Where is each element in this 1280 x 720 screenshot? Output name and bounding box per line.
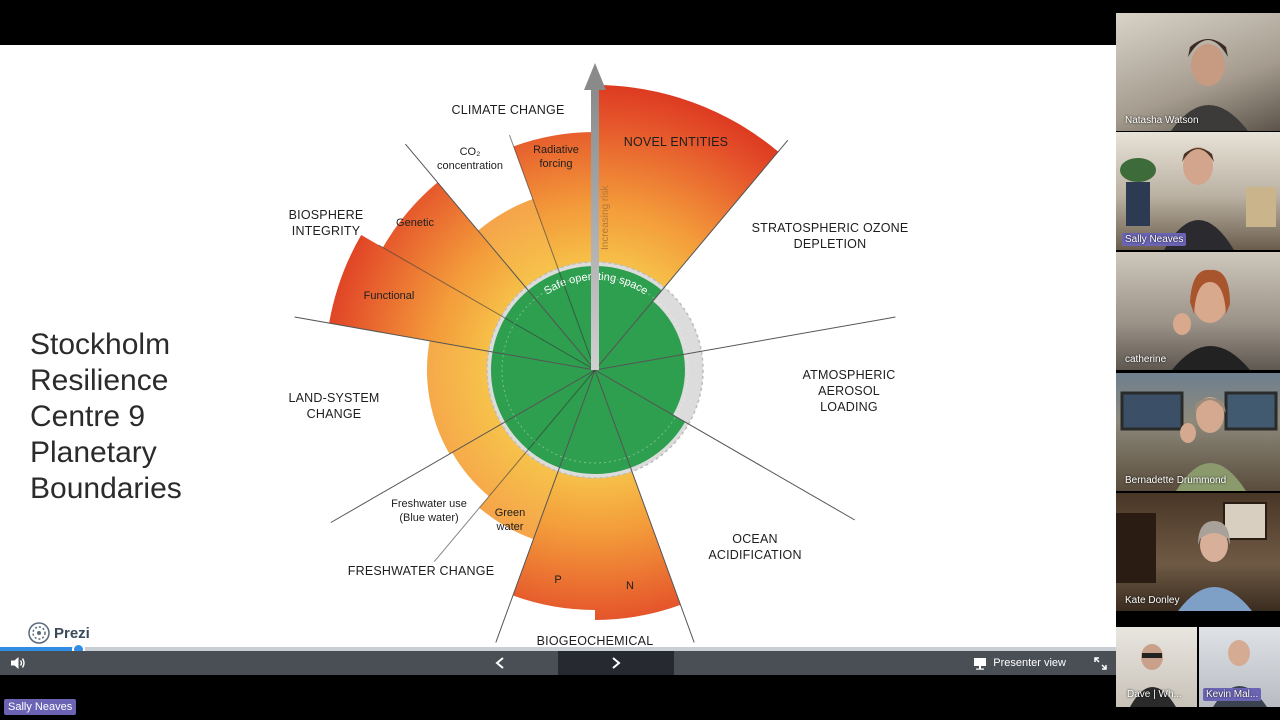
svg-text:water: water xyxy=(496,521,524,533)
volume-button[interactable] xyxy=(6,651,30,675)
nitrogen-wedge xyxy=(595,454,681,620)
boundary-wedges xyxy=(329,85,779,620)
svg-text:INTEGRITY: INTEGRITY xyxy=(292,224,361,238)
fullscreen-button[interactable] xyxy=(1088,651,1112,675)
boundary-spokes xyxy=(294,134,896,643)
participant-name: Kate Donley xyxy=(1125,595,1180,606)
radiative-forcing-wedge xyxy=(513,132,595,286)
boundary-spoke xyxy=(594,139,789,371)
prezi-brand[interactable]: Prezi xyxy=(24,620,94,646)
svg-text:Radiative: Radiative xyxy=(533,144,579,156)
sub-boundary-divider xyxy=(433,369,596,562)
boundary-spoke xyxy=(495,369,596,643)
svg-text:P: P xyxy=(554,574,561,586)
svg-text:Increasing risk: Increasing risk xyxy=(600,185,611,250)
label-biogeochemical: BIOGEOCHEMICAL xyxy=(537,634,654,648)
novel-entities-wedge xyxy=(595,85,779,302)
boundary-labels: CLIMATE CHANGE CO₂ concentration Radiati… xyxy=(288,103,908,648)
prezi-logo-icon xyxy=(28,622,50,644)
presenter-icon xyxy=(974,657,987,670)
participant-name: Natasha Watson xyxy=(1125,115,1199,126)
participant-name: Bernadette Drummond xyxy=(1125,475,1227,486)
prezi-brand-text: Prezi xyxy=(54,624,90,642)
svg-text:ACIDIFICATION: ACIDIFICATION xyxy=(708,548,801,562)
svg-text:CO₂: CO₂ xyxy=(460,146,481,158)
progress-fill xyxy=(0,647,79,651)
sub-boundary-divider xyxy=(509,134,596,371)
svg-text:N: N xyxy=(626,580,634,592)
label-land-system: LAND-SYSTEM xyxy=(288,391,379,405)
participant-tile[interactable]: Sally Neaves xyxy=(1116,132,1280,250)
participant-tile-pair: Dave | Wh... Kevin Mal... xyxy=(1116,627,1280,707)
svg-text:CHANGE: CHANGE xyxy=(307,407,362,421)
svg-text:forcing: forcing xyxy=(539,158,572,170)
svg-text:Freshwater use: Freshwater use xyxy=(391,498,467,510)
planetary-boundaries-diagram: Safe operating space Increasing risk CLI… xyxy=(288,63,908,648)
player-controls: Presenter view xyxy=(0,651,1116,675)
chevron-right-icon xyxy=(612,657,621,669)
participant-name: catherine xyxy=(1125,354,1167,365)
participant-name: Sally Neaves xyxy=(1122,233,1187,246)
previous-slide-button[interactable] xyxy=(486,651,514,675)
svg-text:DEPLETION: DEPLETION xyxy=(794,237,867,251)
presenter-view-label: Presenter view xyxy=(993,657,1066,669)
genetic-diversity-wedge xyxy=(382,182,538,325)
boundary-spoke xyxy=(594,316,896,371)
boundary-spoke xyxy=(594,369,695,643)
participant-gallery: Natasha Watson Sally Neaves catherine xyxy=(1116,0,1280,720)
functional-diversity-wedge xyxy=(329,235,518,355)
participant-tile[interactable]: catherine xyxy=(1116,252,1280,370)
svg-text:Functional: Functional xyxy=(364,290,415,302)
label-ocean: OCEAN xyxy=(732,532,777,546)
participant-tile[interactable]: Kate Donley xyxy=(1116,493,1280,611)
fullscreen-icon xyxy=(1093,656,1107,670)
sub-boundary-divider xyxy=(378,244,596,371)
participant-video xyxy=(1116,502,1267,611)
chevron-left-icon xyxy=(495,657,504,669)
presenter-view-button[interactable]: Presenter view xyxy=(973,651,1066,675)
label-aerosol: ATMOSPHERIC xyxy=(803,368,896,382)
svg-text:concentration: concentration xyxy=(437,160,503,172)
participant-tile[interactable]: Kevin Mal... xyxy=(1199,627,1280,707)
participant-tile[interactable]: Dave | Wh... xyxy=(1116,627,1197,707)
presentation-slide: Stockholm Resilience Centre 9 Planetary … xyxy=(0,45,1116,650)
label-climate-change: CLIMATE CHANGE xyxy=(452,103,565,117)
volume-icon xyxy=(11,657,25,669)
next-slide-button[interactable] xyxy=(558,651,674,675)
label-ozone: STRATOSPHERIC OZONE xyxy=(752,221,909,235)
svg-text:Genetic: Genetic xyxy=(396,217,434,229)
participant-tile[interactable]: Natasha Watson xyxy=(1116,13,1280,131)
label-novel-entities: NOVEL ENTITIES xyxy=(624,135,728,149)
participant-name: Kevin Mal... xyxy=(1203,688,1262,701)
label-biosphere: BIOSPHERE xyxy=(289,208,364,222)
participant-video xyxy=(1130,644,1176,707)
svg-text:Green: Green xyxy=(495,507,526,519)
label-freshwater: FRESHWATER CHANGE xyxy=(348,564,494,578)
boundary-spoke xyxy=(594,369,856,521)
boundary-spoke xyxy=(330,369,596,523)
slide-title: Stockholm Resilience Centre 9 Planetary … xyxy=(30,328,182,505)
increasing-risk-arrow: Increasing risk xyxy=(584,63,611,370)
participant-tile[interactable]: Bernadette Drummond xyxy=(1116,373,1280,491)
speaker-name-badge: Sally Neaves xyxy=(4,699,77,715)
participant-video xyxy=(1172,269,1250,370)
svg-text:AEROSOL: AEROSOL xyxy=(818,384,880,398)
boundary-spoke xyxy=(294,316,596,371)
phosphorus-wedge xyxy=(512,454,595,610)
participant-video xyxy=(1171,39,1248,131)
svg-text:(Blue water): (Blue water) xyxy=(399,512,458,524)
boundary-spoke xyxy=(404,143,596,371)
participant-video xyxy=(1120,391,1278,491)
participant-name: Dave | Wh... xyxy=(1127,689,1182,700)
svg-text:LOADING: LOADING xyxy=(820,400,878,414)
